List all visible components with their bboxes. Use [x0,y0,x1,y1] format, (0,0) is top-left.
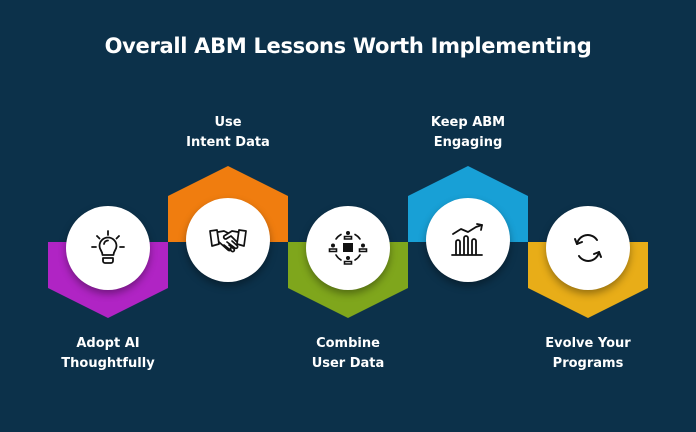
step-1-circle [66,206,150,290]
step-3-circle [306,206,390,290]
step-3-label: Combine User Data [268,334,428,374]
step-1-label-line2: Thoughtfully [61,356,155,371]
refresh-cycle-icon [574,234,602,262]
step-5-label-line2: Programs [552,356,624,371]
step-1-label: Adopt AI Thoughtfully [28,334,188,374]
lightbulb-icon [91,230,125,264]
page-title: Overall ABM Lessons Worth Implementing [104,34,592,58]
step-4-label: Keep ABM Engaging [388,113,548,153]
step-4-label-line1: Keep ABM [430,115,506,130]
step-2-label: Use Intent Data [148,113,308,153]
step-5-label-line1: Evolve Your [545,336,631,351]
step-4-label-line2: Engaging [433,135,503,150]
growth-chart-icon [451,223,483,256]
step-4-circle [426,198,510,282]
network-users-icon [328,231,368,265]
step-3-label-line2: User Data [311,356,385,371]
step-2-label-line1: Use [214,115,242,130]
handshake-icon [209,229,247,253]
step-5-circle [546,206,630,290]
step-2-label-line2: Intent Data [186,135,270,150]
step-2-circle [186,198,270,282]
step-1-label-line1: Adopt AI [76,336,140,351]
step-5-label: Evolve Your Programs [508,334,668,374]
step-3-label-line1: Combine [316,336,380,351]
